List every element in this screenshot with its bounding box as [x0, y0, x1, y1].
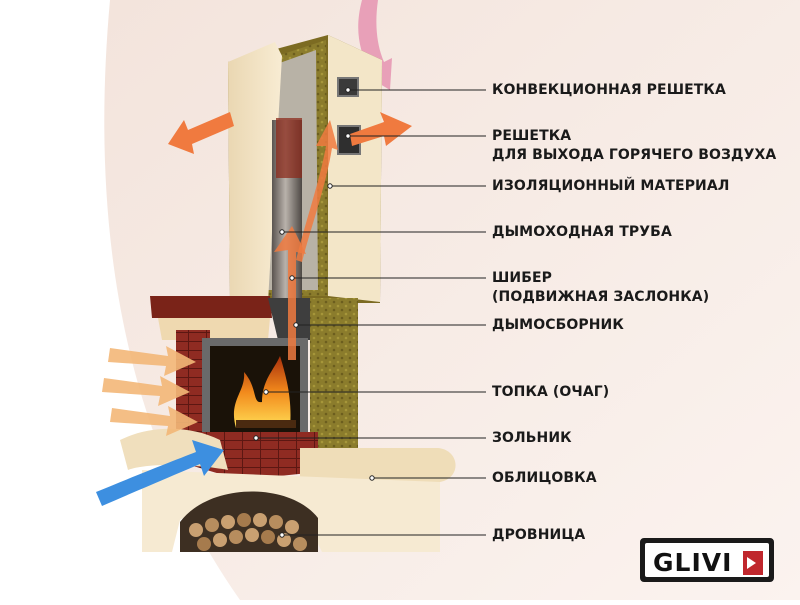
- hot-air-left-arrow: [168, 112, 234, 154]
- brand-logo: GLIVI: [640, 538, 774, 582]
- leader-lines: [256, 89, 486, 536]
- logo-frame: GLIVI: [645, 543, 769, 577]
- label-line: ДРОВНИЦА: [492, 527, 586, 543]
- hood-front-panel: [228, 42, 282, 302]
- fire-logs: [236, 420, 296, 428]
- label-damper: ШИБЕР (ПОДВИЖНАЯ ЗАСЛОНКА): [492, 269, 709, 307]
- label-line: ШИБЕР: [492, 270, 553, 286]
- label-cladding: ОБЛИЦОВКА: [492, 469, 597, 488]
- label-woodstore: ДРОВНИЦА: [492, 526, 585, 545]
- leader-dots: [253, 87, 375, 538]
- label-line: ОБЛИЦОВКА: [492, 470, 597, 486]
- label-line: РЕШЕТКА: [492, 128, 572, 144]
- mantel-beam: [158, 318, 270, 340]
- convection-flow-arrow: [296, 120, 338, 262]
- cladding-slab: [300, 448, 456, 482]
- label-chimney-pipe: ДЫМОХОДНАЯ ТРУБА: [492, 223, 672, 242]
- label-line: (ПОДВИЖНАЯ ЗАСЛОНКА): [492, 289, 710, 305]
- warm-air-arrows: [102, 346, 198, 436]
- hot-air-out-arrow: [358, 0, 392, 90]
- play-mark-icon: [743, 551, 763, 575]
- label-convection-grille: КОНВЕКЦИОННАЯ РЕШЕТКА: [492, 81, 726, 100]
- convection-grille-shape: [337, 77, 359, 97]
- label-line: ТОПКА (ОЧАГ): [492, 384, 610, 400]
- pipe-rust: [276, 118, 302, 178]
- hot-air-right-arrow: [350, 112, 412, 146]
- label-ash-pit: ЗОЛЬНИК: [492, 429, 572, 448]
- label-hot-air-grille: РЕШЕТКА ДЛЯ ВЫХОДА ГОРЯЧЕГО ВОЗДУХА: [492, 127, 776, 165]
- label-line: ДЫМОСБОРНИК: [492, 317, 624, 333]
- hood-side-panel: [328, 35, 382, 302]
- flue-gas-arrow: [274, 226, 306, 360]
- fire-flames: [233, 356, 291, 428]
- label-insulation: ИЗОЛЯЦИОННЫЙ МАТЕРИАЛ: [492, 177, 730, 196]
- side-insulation: [310, 298, 358, 448]
- label-line: ЗОЛЬНИК: [492, 430, 572, 446]
- label-line: ДЛЯ ВЫХОДА ГОРЯЧЕГО ВОЗДУХА: [492, 147, 777, 163]
- label-firebox: ТОПКА (ОЧАГ): [492, 383, 609, 402]
- label-line: ДЫМОХОДНАЯ ТРУБА: [492, 224, 672, 240]
- label-smoke-collector: ДЫМОСБОРНИК: [492, 316, 624, 335]
- logo-text: GLIVI: [653, 548, 733, 577]
- mantel-shelf: [150, 296, 272, 318]
- cool-air-intake-arrow: [96, 440, 224, 506]
- label-line: ИЗОЛЯЦИОННЫЙ МАТЕРИАЛ: [492, 178, 730, 194]
- label-line: КОНВЕКЦИОННАЯ РЕШЕТКА: [492, 82, 726, 98]
